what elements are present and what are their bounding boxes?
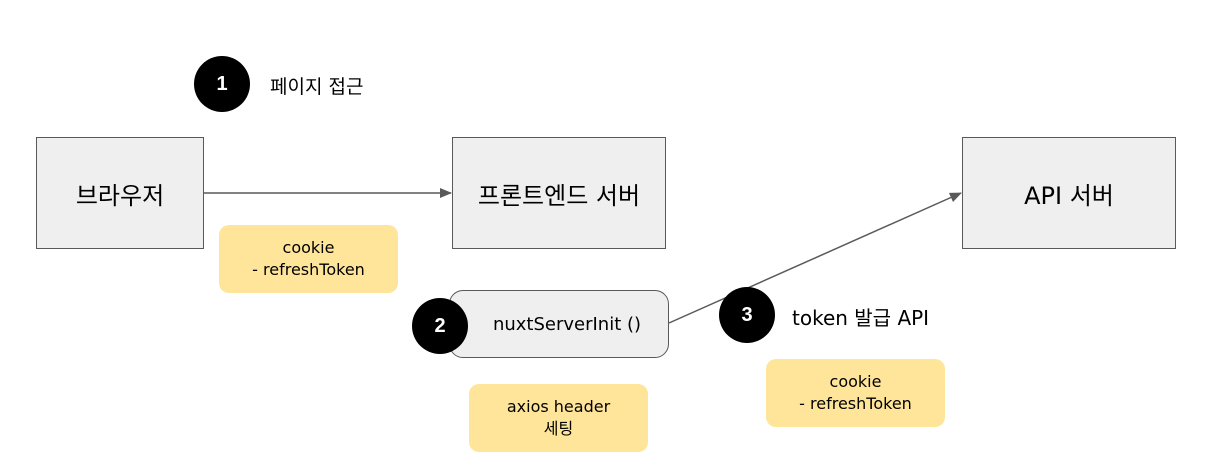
step-1-badge: 1 (194, 56, 250, 112)
note-line: axios header (506, 397, 611, 416)
server-init-label: nuxtServerInit () (492, 313, 642, 335)
browser-label: 브라우저 (75, 181, 165, 210)
note-line: 세팅 (543, 419, 574, 438)
api-server-node: API 서버 (962, 137, 1176, 249)
step-3-number: 3 (741, 303, 753, 326)
server-init-node: nuxtServerInit () (449, 290, 669, 358)
step-3-badge: 3 (719, 287, 775, 343)
step-1-label: 페이지 접근 (270, 76, 364, 98)
step-3-label: token 발급 API (792, 306, 930, 330)
note-line: - refreshToken (252, 260, 365, 279)
browser-cookie-note: cookie - refreshToken (219, 225, 398, 293)
browser-node: 브라우저 (36, 137, 204, 249)
note-line: cookie (829, 372, 882, 391)
frontend-server-label: 프론트엔드 서버 (477, 181, 641, 210)
note-line: - refreshToken (799, 394, 912, 413)
step-1-number: 1 (216, 72, 228, 95)
frontend-server-node: 프론트엔드 서버 (452, 137, 666, 249)
step-2-number: 2 (434, 314, 446, 337)
api-server-label: API 서버 (1024, 181, 1114, 210)
note-line: cookie (282, 238, 335, 257)
arrow-serverinit-to-api (668, 192, 962, 324)
axios-header-note: axios header 세팅 (469, 384, 648, 452)
step-2-badge: 2 (412, 298, 468, 354)
token-cookie-note: cookie - refreshToken (766, 359, 945, 427)
